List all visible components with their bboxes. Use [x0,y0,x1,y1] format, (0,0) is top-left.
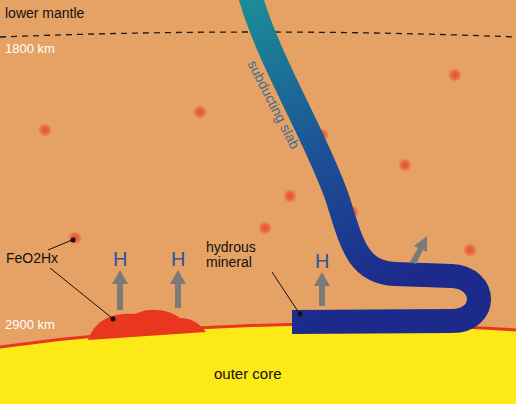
mineral-label: hydrous mineral [206,240,270,271]
hydrogen-arrow [112,270,128,310]
feo2hx-dot [38,123,52,137]
feo2hx-dot [258,221,272,235]
depth-label: 2900 km [5,318,55,332]
hydrogen-arrow [314,272,330,306]
hydrogen-arrows [112,236,427,310]
region-label: lower mantle [5,6,84,21]
leader-line [272,272,299,313]
feo2hx-dot [193,105,207,119]
leader-dot [111,317,116,322]
hydrogen-arrow [170,270,186,308]
depth-label: 1800 km [5,42,55,56]
feo2hx-dot [463,243,477,257]
region-label: outer core [214,366,282,383]
feo2hx-dot [68,231,82,245]
leader-lines [48,238,303,322]
leader-line [48,240,72,250]
hydrogen-label: H [113,248,127,270]
leader-line [50,268,112,318]
leader-dot [71,238,76,243]
hydrogen-label: H [315,250,329,272]
leader-dot [298,312,303,317]
hydrogen-arrow [410,236,427,264]
feo2hx-dot [283,189,297,203]
subducting-slab [250,0,479,322]
feo2hx-dot [448,68,462,82]
hydrogen-label: H [171,248,185,270]
feo2hx-dot [398,158,412,172]
outer-core [0,324,516,404]
mineral-label: FeO2Hx [6,251,58,266]
